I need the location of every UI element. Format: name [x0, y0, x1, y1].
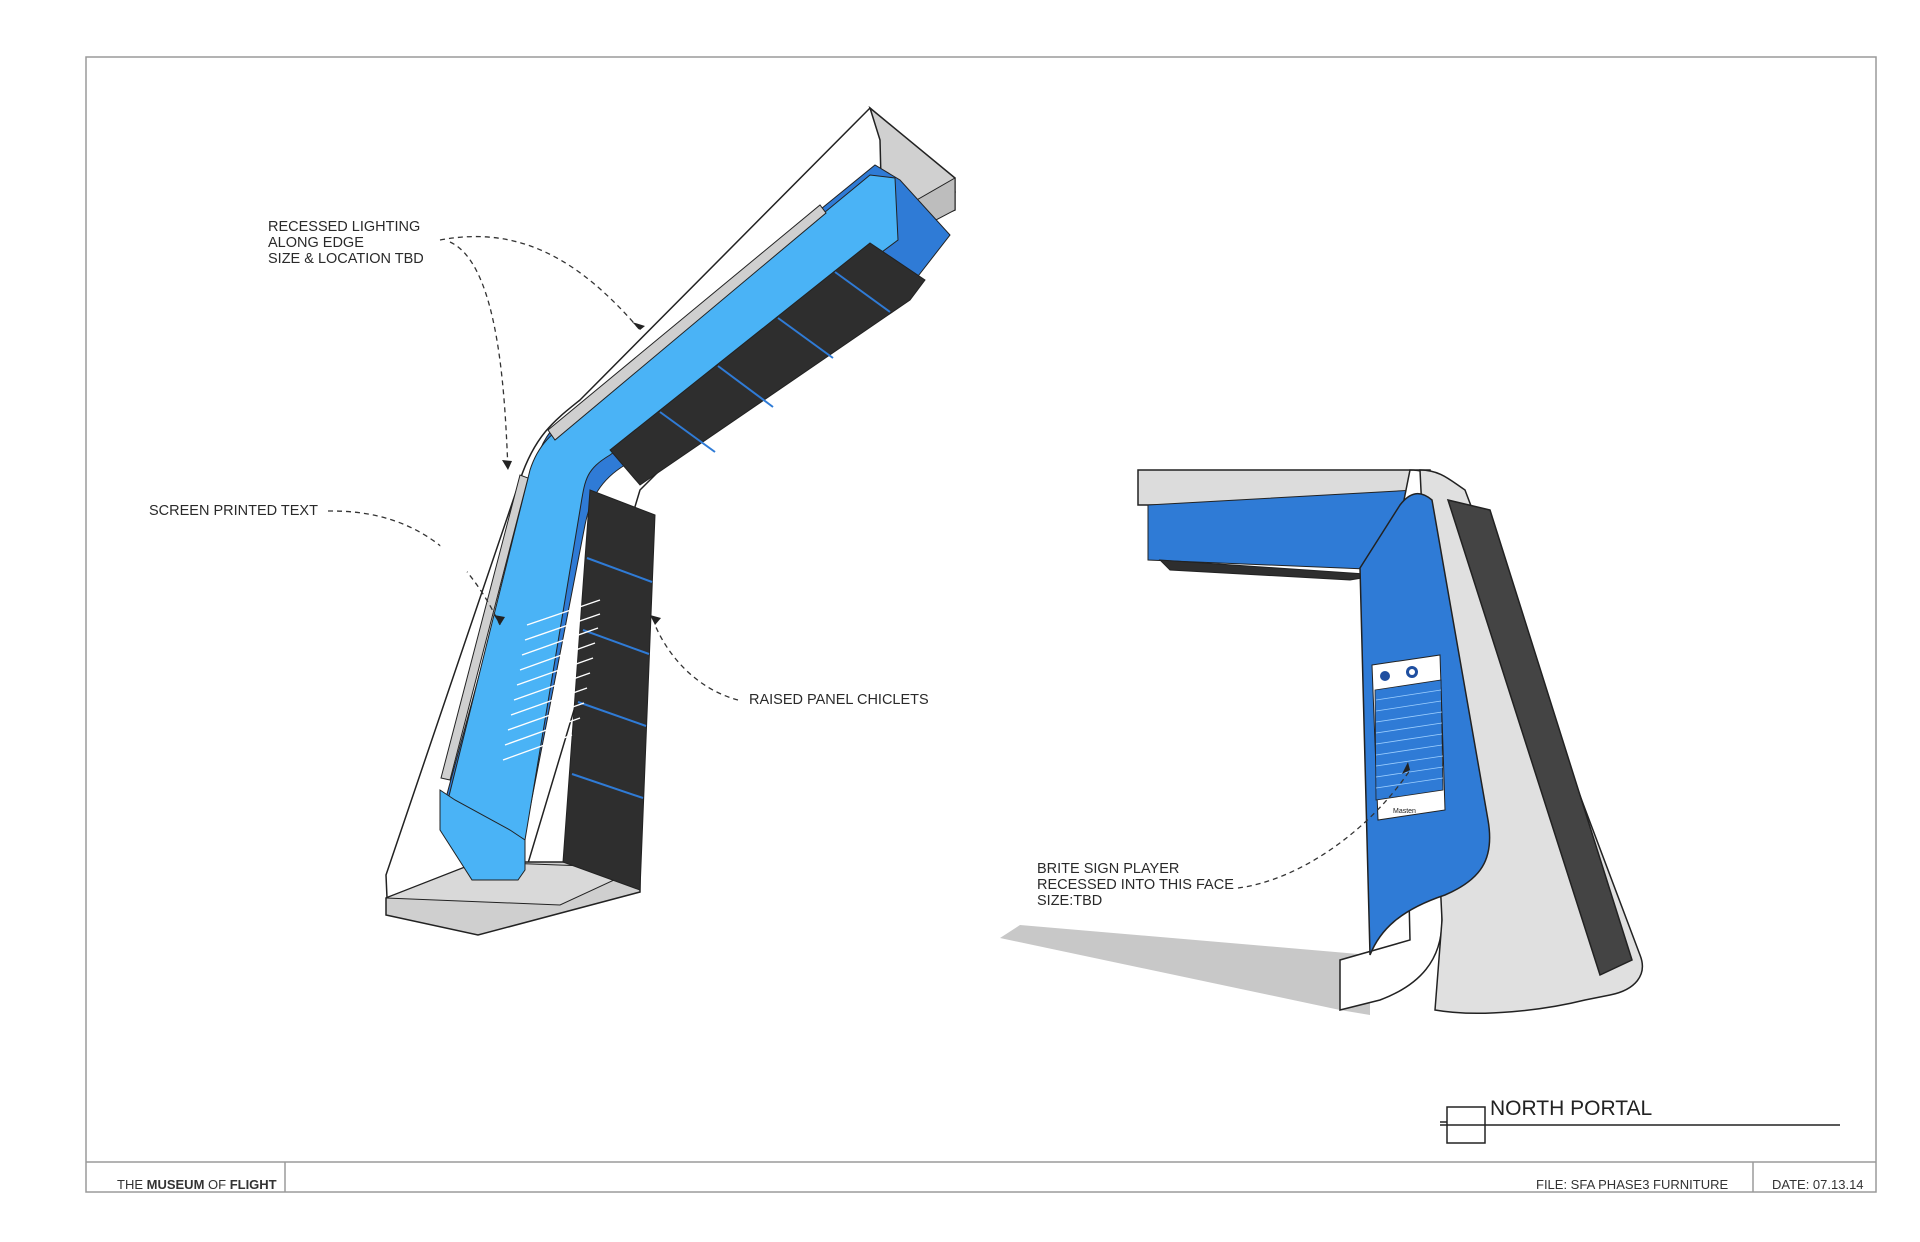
callout-recessed-lighting: RECESSED LIGHTING ALONG EDGE SIZE & LOCA…: [268, 219, 424, 267]
leader-lighting-2: [449, 241, 509, 471]
right-portal-shadow: [1000, 925, 1370, 1015]
right-portal-side-panel: [1446, 498, 1633, 977]
left-portal: [385, 105, 957, 936]
sheet-border: [85, 56, 1877, 1193]
nasa-logo-icon: [1380, 671, 1390, 681]
leader-lines: [327, 236, 1411, 889]
left-portal-face-lower: [439, 789, 526, 881]
callout-lighting-line-2: ALONG EDGE: [268, 235, 364, 251]
callout-brite-line-1: BRITE SIGN PLAYER: [1037, 861, 1180, 877]
lighting-strip-lower: [440, 474, 529, 781]
drawing-title: NORTH PORTAL: [1490, 1097, 1653, 1120]
callout-chiclets-label: RAISED PANEL CHICLETS: [749, 692, 929, 708]
leader-brite: [1237, 769, 1411, 889]
callout-lighting-line-1: RECESSED LIGHTING: [268, 219, 421, 235]
footer-file: FILE: SFA PHASE3 FURNITURE: [1536, 1177, 1729, 1192]
lighting-strip-upper: [547, 204, 827, 441]
callout-raised-panel-chiclets: RAISED PANEL CHICLETS: [749, 692, 929, 708]
org-prefix: THE: [117, 1177, 147, 1192]
chiclets-leg: [562, 489, 656, 891]
brite-sign-display: Masten: [1371, 654, 1446, 821]
leader-arrowheads: [494, 322, 1410, 774]
org-of: OF: [204, 1177, 230, 1192]
callout-brite-sign-player: BRITE SIGN PLAYER RECESSED INTO THIS FAC…: [1037, 861, 1234, 909]
right-portal-arm-dark: [1158, 559, 1381, 581]
callout-lighting-line-3: SIZE & LOCATION TBD: [268, 251, 424, 267]
footer-date: DATE: 07.13.14: [1772, 1177, 1864, 1192]
chiclets-top-arm: [609, 242, 926, 486]
leader-chiclets: [654, 624, 739, 701]
left-portal-blue-face: [447, 174, 899, 841]
callout-screen-text-label: SCREEN PRINTED TEXT: [149, 503, 318, 519]
leader-lighting-1: [439, 236, 641, 331]
org-museum: MUSEUM: [146, 1177, 205, 1192]
masten-logo-text: Masten: [1393, 808, 1416, 815]
callout-brite-line-2: RECESSED INTO THIS FACE: [1037, 877, 1234, 893]
org-flight: FLIGHT: [229, 1177, 277, 1192]
right-portal: Masten: [1000, 469, 1644, 1015]
portal-number: 5: [425, 523, 481, 595]
callout-brite-line-3: SIZE:TBD: [1037, 893, 1103, 909]
leader-screen-text: [327, 510, 501, 626]
footer-organization: THE MUSEUM OF FLIGHT: [117, 1177, 277, 1192]
callout-screen-printed-text: SCREEN PRINTED TEXT: [149, 503, 318, 519]
chiclet-seams-top: [659, 271, 891, 453]
screen-printed-text-block: [502, 599, 601, 761]
chiclet-seams-leg: [571, 557, 653, 799]
